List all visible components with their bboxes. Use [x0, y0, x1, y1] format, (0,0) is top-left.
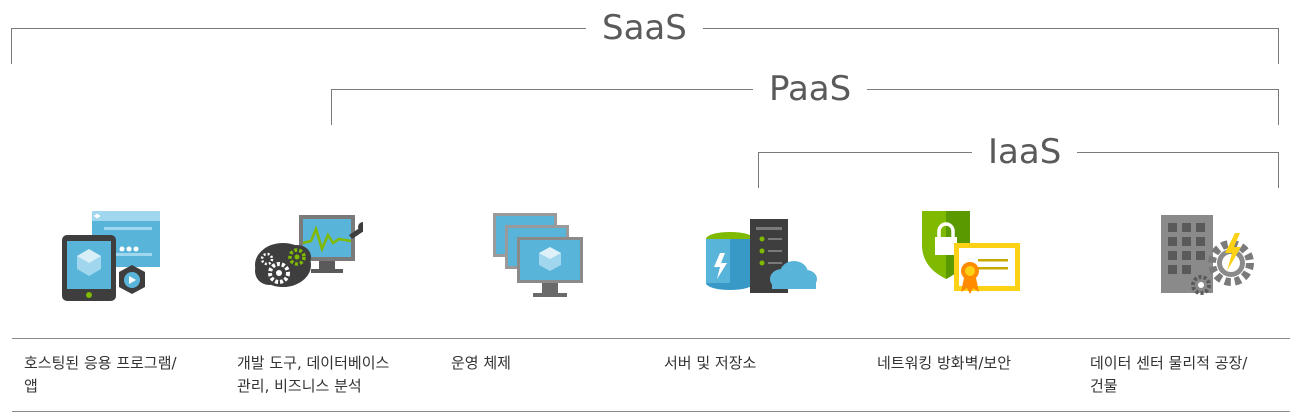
datacenter-building-icon	[1155, 205, 1265, 305]
caption-operating-system: 운영 체제	[451, 352, 651, 375]
caption-server-storage-text: 서버 및 저장소	[664, 354, 757, 372]
bottom-divider	[12, 411, 1290, 412]
paas-label: PaaS	[753, 69, 868, 109]
caption-hosted-apps: 호스팅된 응용 프로그램/ 앱	[24, 352, 224, 398]
server-storage-icon	[702, 205, 817, 305]
caption-datacenter-line2: 건물	[1090, 377, 1118, 395]
dev-tools-icon	[253, 205, 368, 305]
caption-hosted-apps-line2: 앱	[24, 377, 38, 395]
top-divider	[12, 338, 1290, 339]
saas-label: SaaS	[586, 8, 703, 48]
caption-dev-tools-line2: 관리, 비즈니스 분석	[237, 377, 362, 395]
hosted-app-icon	[58, 205, 168, 305]
caption-dev-tools-line1: 개발 도구, 데이터베이스	[237, 354, 390, 372]
caption-hosted-apps-line1: 호스팅된 응용 프로그램/	[24, 354, 177, 372]
operating-system-icon	[487, 205, 597, 305]
caption-server-storage: 서버 및 저장소	[664, 352, 864, 375]
firewall-security-icon	[916, 205, 1026, 305]
caption-dev-tools: 개발 도구, 데이터베이스 관리, 비즈니스 분석	[237, 352, 437, 398]
caption-datacenter-line1: 데이터 센터 물리적 공장/	[1090, 354, 1248, 372]
caption-datacenter: 데이터 센터 물리적 공장/ 건물	[1090, 352, 1290, 398]
caption-firewall-security-text: 네트워킹 방화벽/보안	[877, 354, 1012, 372]
caption-firewall-security: 네트워킹 방화벽/보안	[877, 352, 1077, 375]
caption-operating-system-text: 운영 체제	[451, 354, 511, 372]
iaas-label: IaaS	[972, 132, 1078, 172]
